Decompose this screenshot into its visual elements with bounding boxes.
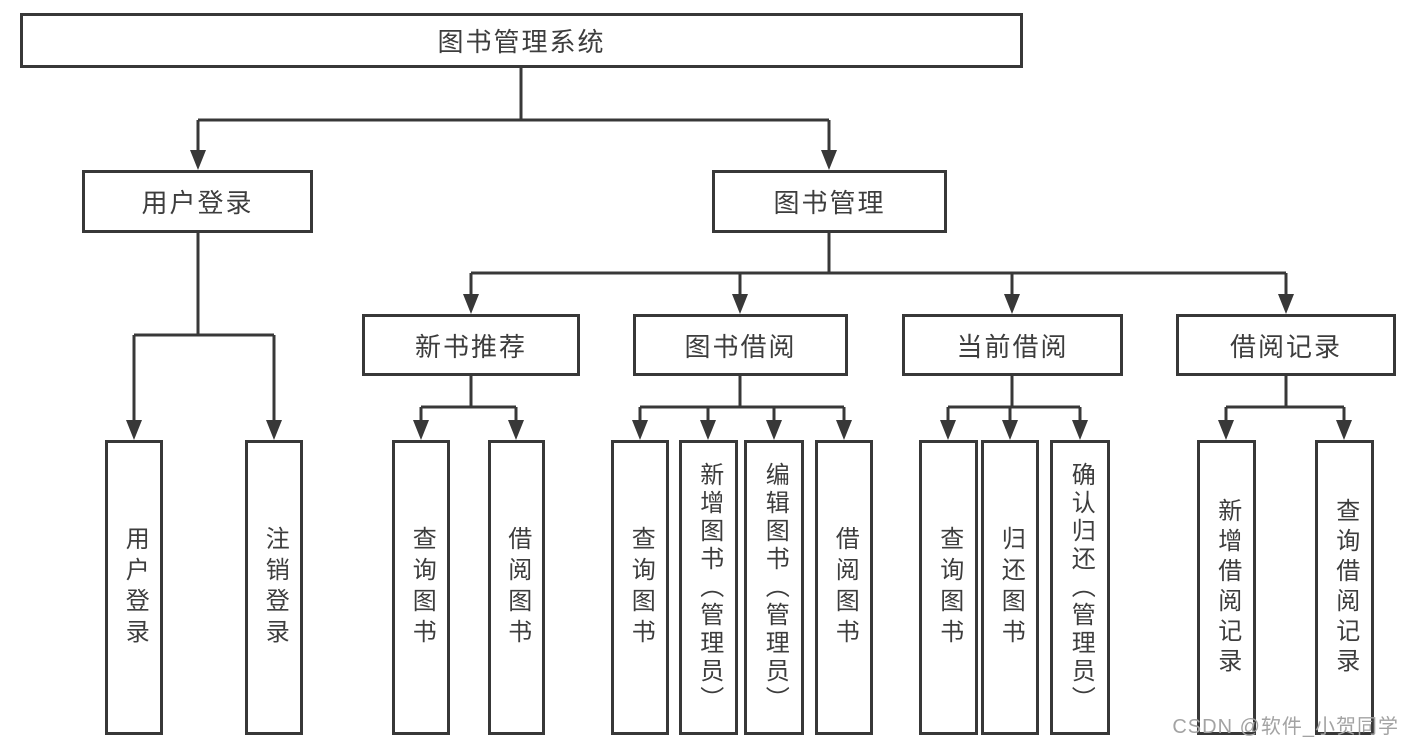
csdn-watermark: CSDN @软件_小贺同学 <box>1172 716 1399 738</box>
leaf-add-books-admin: 新增图书（管理员） <box>679 440 738 735</box>
arrowheads <box>126 150 1352 440</box>
node-current-borrow: 当前借阅 <box>902 314 1123 376</box>
leaf-borrow-books-recommend: 借阅图书 <box>488 440 545 735</box>
leaf-add-borrow-record: 新增借阅记录 <box>1197 440 1256 735</box>
leaf-confirm-return-admin: 确认归还（管理员） <box>1050 440 1110 735</box>
node-library-system: 图书管理系统 <box>20 13 1023 68</box>
node-borrow-records: 借阅记录 <box>1176 314 1396 376</box>
leaf-edit-books-admin: 编辑图书（管理员） <box>744 440 804 735</box>
leaf-query-books-borrow: 查询图书 <box>611 440 669 735</box>
node-new-book-recommend: 新书推荐 <box>362 314 580 376</box>
node-user-login: 用户登录 <box>82 170 313 233</box>
leaf-user-login: 用户登录 <box>105 440 163 735</box>
node-book-borrow: 图书借阅 <box>633 314 848 376</box>
node-book-management: 图书管理 <box>712 170 947 233</box>
leaf-borrow-books-borrow: 借阅图书 <box>815 440 873 735</box>
leaf-query-borrow-record: 查询借阅记录 <box>1315 440 1374 735</box>
leaf-return-books: 归还图书 <box>981 440 1039 735</box>
leaf-query-books-recommend: 查询图书 <box>392 440 450 735</box>
leaf-logout: 注销登录 <box>245 440 303 735</box>
leaf-query-books-current: 查询图书 <box>919 440 978 735</box>
